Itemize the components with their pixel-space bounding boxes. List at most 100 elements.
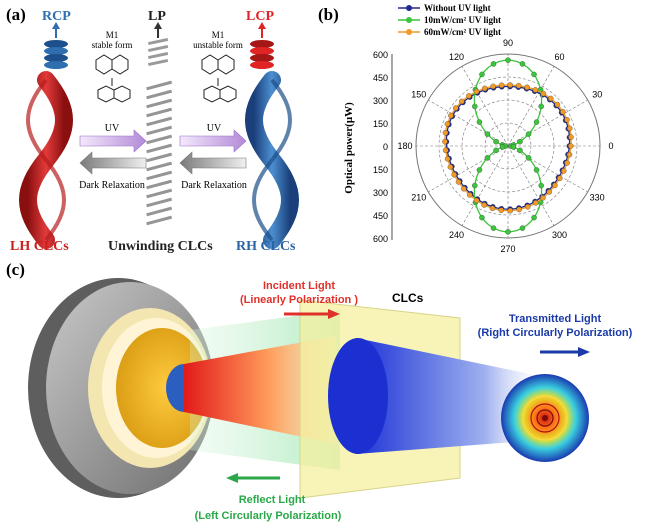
angle-tick-label: 0: [608, 141, 613, 151]
series-point: [515, 82, 522, 89]
legend-entry-60mw: 60mW/cm² UV light: [424, 27, 501, 37]
series-point: [525, 155, 532, 161]
series-point: [479, 71, 485, 78]
series-point: [459, 98, 465, 105]
series-point: [489, 205, 496, 212]
series-point: [546, 189, 553, 195]
series-point: [490, 61, 497, 67]
series-point: [452, 105, 459, 111]
series-point: [472, 182, 478, 189]
transmitted-beam: [356, 338, 540, 454]
series-point: [499, 144, 506, 150]
series-point: [442, 147, 449, 154]
r-tick: 300: [373, 96, 388, 106]
series-point: [560, 108, 566, 115]
panel-c-label: (c): [6, 260, 25, 279]
m1-stable-title: M1: [106, 30, 119, 40]
dark-left-arrow-icon: [79, 151, 147, 175]
reflect-light-label: Reflect Light: [239, 494, 306, 506]
series-point: [505, 229, 511, 235]
angle-tick-label: 90: [503, 38, 513, 48]
angle-tick-label: 120: [449, 52, 464, 62]
series-point: [505, 57, 511, 63]
series-point: [479, 214, 485, 221]
r-tick: 450: [373, 73, 388, 83]
series-point: [455, 179, 462, 185]
series-point: [490, 225, 497, 231]
r-tick: 600: [373, 50, 388, 60]
reflect-arrowhead-icon: [226, 473, 238, 483]
transmitted-spot-icon: [501, 374, 589, 462]
legend-entry-10mw: 10mW/cm² UV light: [424, 15, 501, 25]
series-point: [566, 151, 573, 158]
series-point: [519, 61, 526, 67]
series-point: [561, 168, 567, 174]
clcs-label: CLCs: [392, 291, 424, 305]
m1-unstable-subtitle: unstable form: [193, 40, 243, 50]
m1-unstable-title: M1: [212, 30, 225, 40]
series-point: [532, 87, 539, 93]
series-point: [490, 83, 496, 90]
incident-polarization-label: (Linearly Polarization ): [240, 294, 358, 306]
panel-a-label: (a): [6, 5, 26, 24]
series-point: [538, 103, 544, 110]
series-point: [516, 206, 522, 213]
series-point: [564, 116, 570, 123]
series-point: [540, 90, 547, 97]
series-point: [568, 134, 574, 140]
r-tick: 150: [373, 165, 388, 175]
r-tick: 450: [373, 211, 388, 221]
r-tick: 0: [383, 142, 388, 152]
unwinding-clcs-stack-icon: [146, 80, 173, 226]
series-point: [476, 119, 483, 125]
series-point: [476, 167, 483, 173]
series-point: [540, 195, 546, 201]
lh-clcs-label: LH CLCs: [10, 239, 69, 254]
series-point: [507, 207, 514, 214]
m1-unstable-molecule-icon: [201, 54, 237, 103]
series-point: [498, 82, 505, 88]
series-point: [448, 112, 454, 119]
series-point: [519, 225, 526, 231]
series-point: [447, 164, 454, 170]
series-point: [517, 147, 523, 154]
dark-relaxation-right-label: Dark Relaxation: [181, 180, 247, 191]
series-point: [442, 129, 449, 136]
angle-tick-label: 180: [397, 141, 412, 151]
rh-clcs-helix-icon: [245, 71, 299, 249]
polar-spoke: [461, 66, 509, 147]
series-point: [498, 207, 504, 214]
series-point: [525, 131, 532, 137]
rcp-label: RCP: [42, 9, 71, 24]
lh-clcs-helix-icon: [19, 71, 73, 249]
series-point: [568, 143, 574, 149]
r-tick: 150: [373, 119, 388, 129]
series-point: [531, 71, 537, 78]
transmitted-arrowhead-icon: [578, 347, 590, 357]
lcp-arrowhead-icon: [258, 22, 266, 29]
lcp-label: LCP: [246, 9, 274, 24]
radial-tick-labels: 600 450 300 150 0 150 300 450 600: [373, 50, 388, 244]
polar-spoke: [507, 99, 588, 147]
series-point: [484, 155, 491, 161]
series-point: [532, 200, 539, 206]
lp-label: LP: [148, 9, 166, 24]
uv-left-arrow-icon: [79, 129, 147, 153]
series-point: [517, 138, 523, 145]
uv-right-label: UV: [207, 123, 222, 134]
angle-tick-label: 300: [552, 230, 567, 240]
incident-light-label: Incident Light: [263, 280, 335, 292]
angle-tick-label: 240: [449, 230, 464, 240]
uv-right-arrow-icon: [179, 129, 247, 153]
angle-tick-label: 210: [411, 193, 426, 203]
polar-spoke: [428, 99, 509, 147]
series-point: [533, 119, 540, 125]
series-line: [445, 85, 571, 210]
r-tick: 300: [373, 188, 388, 198]
series-point: [473, 88, 480, 95]
uv-left-label: UV: [105, 123, 120, 134]
rh-clcs-label: RH CLCs: [236, 239, 296, 254]
series-point: [554, 101, 561, 108]
